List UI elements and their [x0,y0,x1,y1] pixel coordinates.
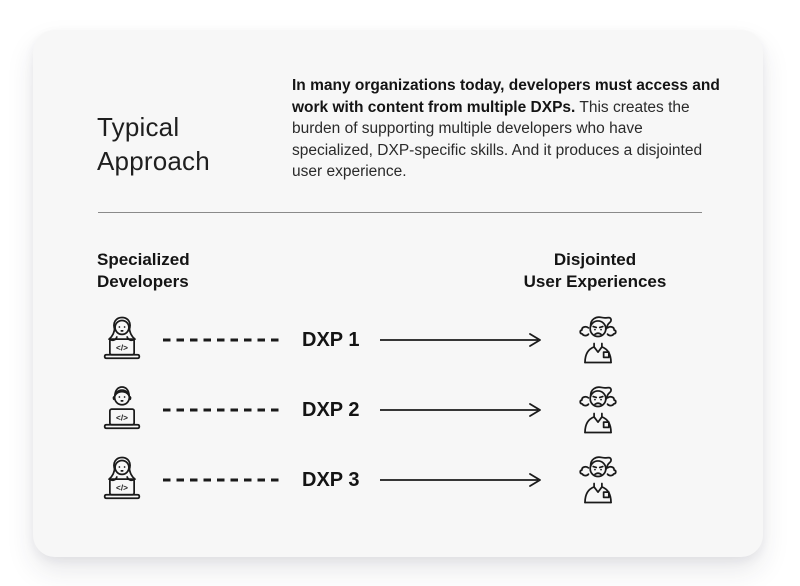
dxp-label-1: DXP 1 [302,328,360,351]
intro-paragraph: In many organizations today, developers … [292,75,726,183]
dxp-label-3: DXP 3 [302,468,360,491]
developer-woman-laptop-icon [96,311,148,369]
dxp-row-2: DXP 2 [96,375,624,445]
arrow-right-icon [380,402,544,418]
developer-woman-laptop-icon [96,451,148,509]
dxp-row-3: DXP 3 [96,445,624,515]
dxp-row-1: DXP 1 [96,305,624,375]
dashed-connector-line [162,477,280,483]
left-column-header: Specialized Developers [97,250,190,291]
developer-man-laptop-icon [96,381,148,439]
intro-lead-bold: In many organizations today, developers … [292,77,720,116]
arrow-right-icon [380,472,544,488]
card-title: Typical Approach [97,112,210,176]
frustrated-user-icon [572,311,624,369]
intro-rest-text: This creates the burden of supporting mu… [292,98,703,181]
right-column-header: Disjointed User Experiences [523,250,667,291]
dashed-connector-line [162,337,280,343]
header-divider [98,212,702,213]
frustrated-user-icon [572,381,624,439]
typical-approach-card: Typical Approach In many organizations t… [33,30,763,557]
dashed-connector-line [162,407,280,413]
frustrated-user-icon [572,451,624,509]
dxp-label-2: DXP 2 [302,398,360,421]
arrow-right-icon [380,332,544,348]
